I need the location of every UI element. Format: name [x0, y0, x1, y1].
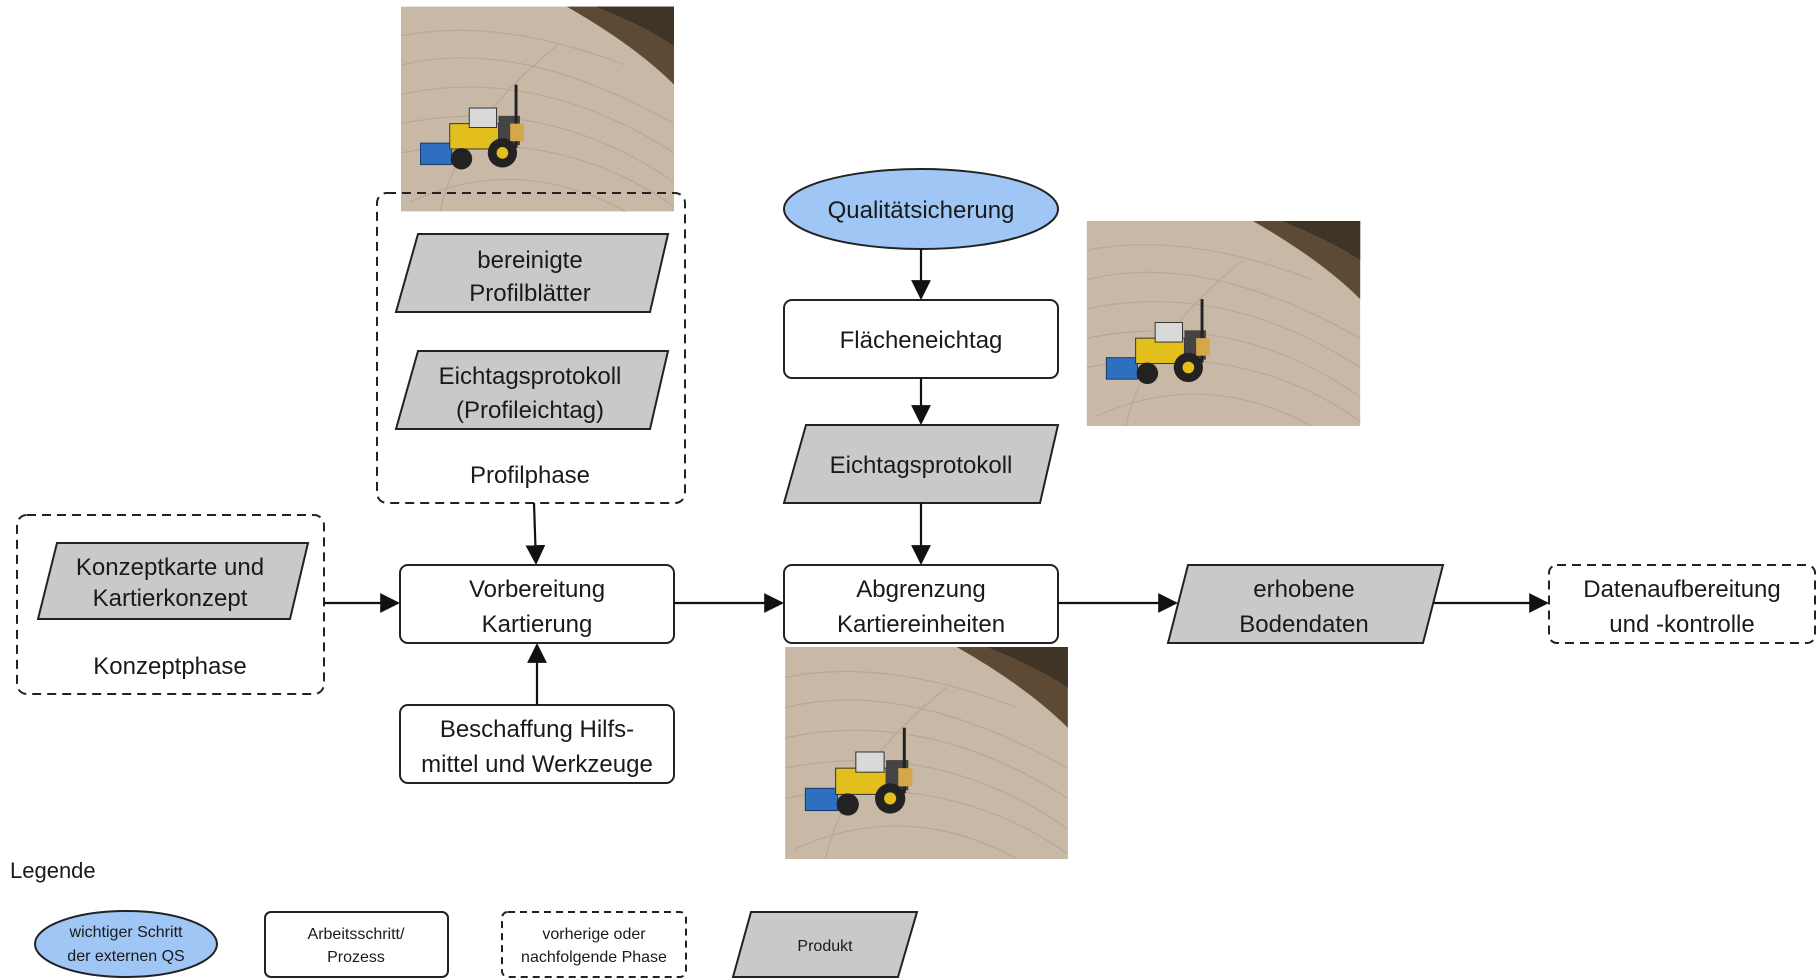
svg-text:Flächeneichtag: Flächeneichtag [840, 327, 1003, 354]
svg-text:erhobene: erhobene [1253, 576, 1354, 603]
svg-text:wichtiger Schritt: wichtiger Schritt [69, 924, 183, 941]
connectors [324, 249, 1549, 705]
svg-text:Bodendaten: Bodendaten [1239, 611, 1368, 638]
legend-process: Arbeitsschritt/ Prozess [264, 911, 449, 978]
profile-product-1-shape [394, 233, 670, 313]
svg-text:Datenaufbereitung: Datenaufbereitung [1583, 576, 1780, 603]
svg-text:und -kontrolle: und -kontrolle [1609, 611, 1754, 638]
profile-product-1-line-1: bereinigte [477, 247, 582, 274]
svg-text:Vorbereitung: Vorbereitung [469, 576, 605, 603]
erhobene-bodendaten-node: erhobene Bodendaten [1166, 564, 1445, 644]
svg-text:Prozess: Prozess [327, 949, 385, 966]
profile-product-2-line-2: (Profileichtag) [456, 397, 604, 424]
legend-ellipse: wichtiger Schritt der externen QS [34, 910, 218, 978]
abgrenzung-kartiereinheiten-node: Abgrenzung Kartiereinheiten [783, 564, 1059, 644]
svg-text:Kartiereinheiten: Kartiereinheiten [837, 611, 1005, 638]
beschaffung-node: Beschaffung Hilfs- mittel und Werkzeuge [399, 704, 675, 784]
profile-phase-border [376, 192, 686, 504]
qualitaetssicherung-node: Qualitätsicherung [783, 168, 1059, 250]
svg-text:der externen QS: der externen QS [67, 948, 184, 965]
profile-product-2-line-1: Eichtagsprotokoll [439, 363, 622, 390]
svg-text:Arbeitsschritt/: Arbeitsschritt/ [308, 926, 405, 943]
profile-phase-label: Profilphase [470, 462, 590, 489]
svg-text:vorherige oder: vorherige oder [542, 926, 646, 943]
profile-phase-group: bereinigte Profilblätter Eichtagsprotoko… [376, 192, 686, 504]
svg-text:mittel und Werkzeuge: mittel und Werkzeuge [421, 751, 653, 778]
tractor-photo-top [401, 6, 674, 212]
svg-text:Kartierung: Kartierung [482, 611, 593, 638]
legend-phase: vorherige oder nachfolgende Phase [501, 911, 687, 978]
svg-text:Beschaffung Hilfs-: Beschaffung Hilfs- [440, 716, 634, 743]
svg-text:nachfolgende Phase: nachfolgende Phase [521, 949, 667, 966]
concept-product-line-2: Kartierkonzept [93, 585, 248, 612]
concept-product-line-1: Konzeptkarte und [76, 554, 264, 581]
eichtagsprotokoll-node: Eichtagsprotokoll [782, 424, 1060, 504]
concept-product-shape [36, 542, 310, 620]
legend-title: Legende [10, 858, 96, 883]
profile-product-2-shape [394, 350, 670, 430]
flaecheneichtag-node: Flächeneichtag [783, 299, 1059, 379]
legend-product: Produkt [731, 911, 919, 978]
arrow-profilphase-to-vorbereitung [525, 502, 546, 565]
concept-phase-label: Konzeptphase [93, 653, 246, 680]
profile-product-1-line-2: Profilblätter [469, 280, 590, 307]
svg-text:Eichtagsprotokoll: Eichtagsprotokoll [830, 452, 1013, 479]
svg-text:Produkt: Produkt [797, 938, 853, 955]
svg-text:Qualitätsicherung: Qualitätsicherung [828, 197, 1015, 224]
svg-text:Abgrenzung: Abgrenzung [856, 576, 985, 603]
concept-phase-border [16, 514, 325, 695]
datenaufbereitung-node: Datenaufbereitung und -kontrolle [1548, 564, 1816, 644]
legend: Legende wichtiger Schritt der externen Q… [10, 858, 919, 978]
tractor-photo-bottom [785, 647, 1068, 859]
vorbereitung-kartierung-node: Vorbereitung Kartierung [399, 564, 675, 644]
tractor-photo-right [1085, 221, 1362, 426]
concept-phase-group: Konzeptkarte und Kartierkonzept Konzeptp… [16, 514, 325, 695]
